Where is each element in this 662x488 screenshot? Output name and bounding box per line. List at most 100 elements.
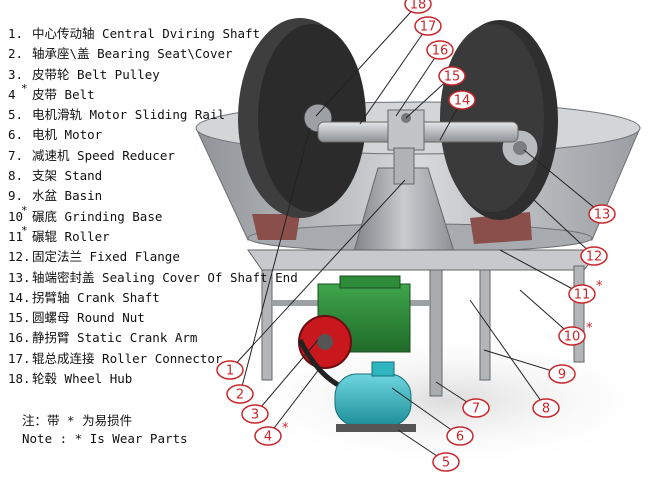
callout-badge: [548, 364, 576, 384]
legend-item: 8.支架 Stand: [4, 166, 304, 186]
callout-label: 17: [420, 20, 437, 35]
wear-parts-note: 注：带 * 为易损件 Note : * Is Wear Parts: [22, 412, 188, 448]
callout-label: 13: [594, 208, 611, 223]
legend-zh: 轴端密封盖: [32, 269, 95, 285]
grinding-base-right: [470, 212, 532, 244]
wear-part-star: *: [21, 223, 28, 237]
legend-number: 8.: [8, 168, 24, 184]
legend-item: 5.电机滑轨 Motor Sliding Rail: [4, 105, 304, 125]
callout-star: *: [586, 321, 593, 336]
callout-label: 6: [456, 430, 464, 445]
callout-badge: [432, 452, 460, 472]
callout-star: *: [596, 279, 603, 294]
stand-leg-4: [479, 269, 491, 381]
legend-item: 14.拐臂轴 Crank Shaft: [4, 288, 304, 308]
callout-label: 3: [251, 408, 259, 423]
legend-number: 3.: [8, 66, 24, 82]
callout-label: 18: [410, 0, 427, 13]
legend-en: Bearing Seat\Cover: [97, 46, 233, 62]
central-shaft-top: [393, 147, 415, 185]
legend-item: 15.圆螺母 Round Nut: [4, 308, 304, 328]
callout-label: 5: [442, 456, 450, 471]
callout-badge: [426, 40, 454, 60]
wear-part-star: *: [21, 203, 28, 217]
legend-item: 2.轴承座\盖 Bearing Seat\Cover: [4, 44, 304, 64]
speed-reducer-top: [339, 275, 401, 289]
legend-zh: 圆螺母: [32, 310, 70, 326]
legend-number: 13.: [8, 269, 31, 285]
legend-en: Motor: [64, 127, 103, 143]
legend-item: 10* 碾底 Grinding Base: [4, 204, 304, 227]
leader-line: [254, 339, 319, 415]
legend-en: Central Dviring Shaft: [102, 26, 261, 41]
leader-line: [229, 179, 406, 371]
pulley-hub: [317, 334, 333, 350]
shaft-end-cover: [513, 141, 527, 155]
legend-zh: 静拐臂: [32, 330, 70, 346]
legend-number: 17.: [8, 350, 31, 366]
callout-badge: [588, 204, 616, 224]
leader-line: [523, 149, 603, 215]
callout-badge: [558, 326, 586, 346]
legend-number: 4: [8, 86, 16, 102]
callout-badge: [462, 398, 490, 418]
leader-line: [395, 49, 441, 117]
callout-badge: [580, 246, 608, 266]
callout-badge: [216, 360, 244, 380]
legend-en: Crank Shaft: [77, 289, 160, 305]
legend-en: Fixed Flange: [89, 249, 180, 265]
legend-number: 15.: [8, 310, 31, 326]
callout-label: 14: [454, 94, 471, 109]
callout-badge: [438, 66, 466, 86]
callout-label: 15: [444, 70, 461, 85]
legend-zh: 轮毂: [32, 371, 58, 387]
legend-item: 7.减速机 Speed Reducer: [4, 146, 304, 166]
legend-number: 2.: [8, 46, 24, 62]
legend-zh: 固定法兰: [32, 249, 83, 265]
legend-zh: 皮带轮: [32, 66, 70, 82]
wear-part-star: *: [21, 81, 28, 95]
callout-badge: [254, 426, 282, 446]
legend-en: Basin: [64, 188, 103, 204]
legend-item: 17.辊总成连接 Roller Connector: [4, 349, 304, 369]
callout-label: 10: [564, 330, 581, 345]
stand-leg-2: [573, 265, 585, 363]
stand-leg-3: [429, 269, 443, 397]
callout-star: *: [282, 421, 289, 436]
legend-item: 4*皮带 Belt: [4, 82, 304, 105]
leader-line: [267, 367, 321, 437]
callout-label: 1: [226, 364, 234, 379]
legend-item: 12.固定法兰 Fixed Flange: [4, 247, 304, 267]
legend-number: 10: [8, 208, 24, 224]
legend-en: Stand: [64, 168, 103, 184]
legend-zh: 碾底: [32, 208, 58, 224]
legend-number: 7.: [8, 147, 24, 163]
legend-en: Round Nut: [77, 310, 145, 326]
legend-item: 13.轴端密封盖 Sealing Cover Of Shaft End: [4, 268, 304, 288]
leader-line: [359, 25, 429, 125]
legend-item: 16.静拐臂 Static Crank Arm: [4, 328, 304, 348]
note-zh: 注：带 * 为易损件: [22, 413, 133, 428]
motor-sliding-rail: [336, 424, 416, 432]
legend-en: Roller: [64, 228, 110, 244]
legend-item: 6.电机 Motor: [4, 125, 304, 145]
legend-en: Wheel Hub: [64, 371, 133, 387]
callout-badge: [414, 16, 442, 36]
legend-number: 16.: [8, 330, 31, 346]
legend-item: 9.水盆 Basin: [4, 186, 304, 206]
legend-zh: 辊总成连接: [32, 350, 95, 366]
legend-zh: 中心传动轴: [32, 26, 95, 41]
motor-terminal: [371, 361, 395, 377]
legend-en: Belt: [64, 86, 95, 102]
legend-number: 5.: [8, 107, 24, 123]
legend-en: Grinding Base: [64, 208, 163, 224]
callout-label: 12: [586, 250, 603, 265]
leader-line: [391, 387, 461, 437]
callout-badge: [568, 284, 596, 304]
callout-badge: [226, 384, 254, 404]
note-en: Note : * Is Wear Parts: [22, 431, 188, 446]
callout-badge: [404, 0, 432, 14]
callout-label: 2: [236, 388, 244, 403]
